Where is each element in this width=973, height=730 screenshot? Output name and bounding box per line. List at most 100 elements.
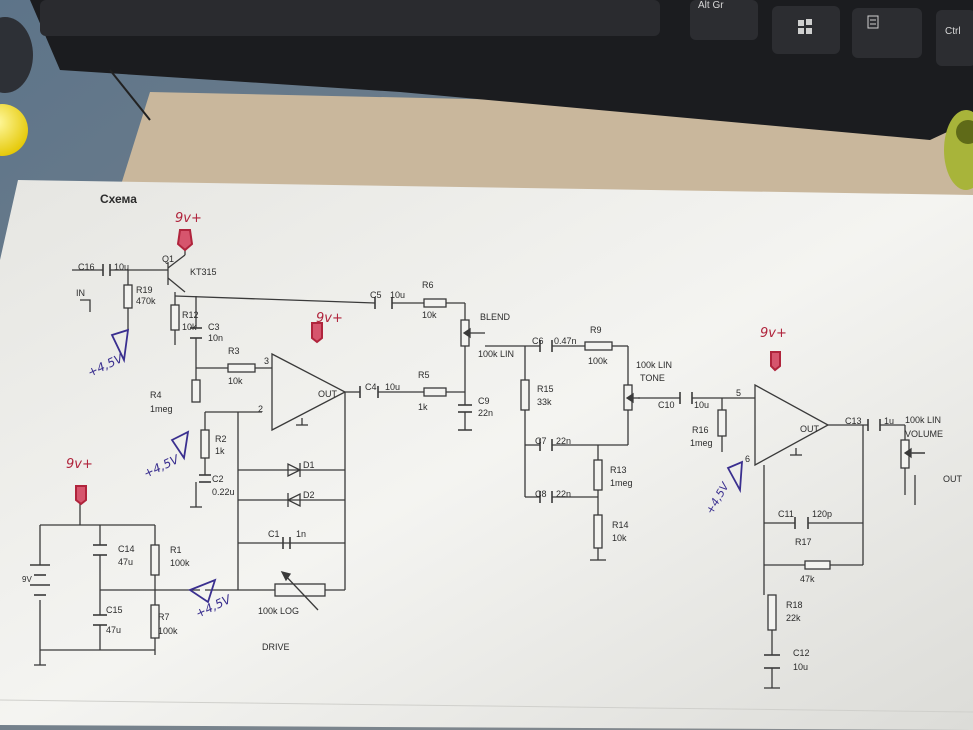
mouse bbox=[0, 17, 33, 93]
svg-text:TONE: TONE bbox=[640, 373, 665, 383]
svg-text:1meg: 1meg bbox=[690, 438, 713, 448]
svg-text:10k: 10k bbox=[422, 310, 437, 320]
blue-marker-connectors bbox=[110, 328, 744, 604]
svg-text:10k: 10k bbox=[612, 533, 627, 543]
r16-resistor bbox=[717, 409, 727, 437]
svg-text:C12: C12 bbox=[793, 648, 810, 658]
svg-text:22n: 22n bbox=[478, 408, 493, 418]
r4-resistor bbox=[191, 379, 201, 403]
svg-text:R12: R12 bbox=[182, 310, 199, 320]
pot-wipers bbox=[280, 327, 925, 611]
svg-text:22k: 22k bbox=[786, 613, 801, 623]
r17-resistor bbox=[804, 560, 831, 570]
svg-text:47k: 47k bbox=[800, 574, 815, 584]
svg-text:R19: R19 bbox=[136, 285, 153, 295]
svg-text:C14: C14 bbox=[118, 544, 135, 554]
key-alt-gr-label: Alt Gr bbox=[698, 0, 724, 11]
svg-text:5: 5 bbox=[736, 388, 741, 398]
svg-text:22n: 22n bbox=[556, 489, 571, 499]
key-ctrl-label: Ctrl bbox=[945, 26, 961, 37]
svg-text:R13: R13 bbox=[610, 465, 627, 475]
r3-resistor bbox=[227, 363, 256, 373]
r1-resistor bbox=[150, 544, 160, 576]
svg-text:OUT: OUT bbox=[318, 389, 338, 399]
diode-symbols bbox=[286, 462, 302, 508]
r15-resistor bbox=[520, 379, 530, 411]
svg-text:2: 2 bbox=[258, 404, 263, 414]
svg-text:D1: D1 bbox=[303, 460, 315, 470]
r14-resistor bbox=[593, 514, 603, 549]
svg-text:9V: 9V bbox=[22, 575, 32, 584]
svg-text:C5: C5 bbox=[370, 290, 382, 300]
keyboard: Alt Gr Ctrl bbox=[30, 0, 973, 140]
svg-text:R17: R17 bbox=[795, 537, 812, 547]
schematic-labels: C16 10u IN Q1 KT315 R19 470k R12 10k C3 … bbox=[22, 254, 963, 672]
svg-text:0.22u: 0.22u bbox=[212, 487, 235, 497]
svg-text:C11: C11 bbox=[778, 509, 794, 519]
green-cup bbox=[944, 110, 973, 190]
note-9v-opamp1: 9v+ bbox=[316, 311, 343, 326]
svg-text:C8: C8 bbox=[535, 489, 547, 499]
key-ctrl[interactable] bbox=[936, 10, 973, 66]
svg-text:R16: R16 bbox=[692, 425, 709, 435]
svg-text:C1: C1 bbox=[268, 529, 280, 539]
drive-pot-body bbox=[274, 583, 326, 597]
svg-text:33k: 33k bbox=[537, 397, 552, 407]
svg-text:R3: R3 bbox=[228, 346, 240, 356]
svg-text:10u: 10u bbox=[114, 262, 129, 272]
svg-text:100k: 100k bbox=[170, 558, 190, 568]
svg-text:100k LIN: 100k LIN bbox=[636, 360, 672, 370]
svg-text:R9: R9 bbox=[590, 325, 602, 335]
svg-text:OUT: OUT bbox=[800, 424, 820, 434]
svg-text:0.47n: 0.47n bbox=[554, 336, 577, 346]
svg-text:R15: R15 bbox=[537, 384, 554, 394]
svg-text:100k LOG: 100k LOG bbox=[258, 606, 299, 616]
svg-text:47u: 47u bbox=[106, 625, 121, 635]
svg-text:10u: 10u bbox=[694, 400, 709, 410]
svg-text:C3: C3 bbox=[208, 322, 220, 332]
svg-text:100k: 100k bbox=[588, 356, 608, 366]
svg-text:R18: R18 bbox=[786, 600, 803, 610]
svg-text:BLEND: BLEND bbox=[480, 312, 511, 322]
d2-diode bbox=[286, 492, 301, 508]
svg-text:470k: 470k bbox=[136, 296, 156, 306]
svg-text:22n: 22n bbox=[556, 436, 571, 446]
windows-logo-icon bbox=[798, 19, 812, 34]
svg-text:1k: 1k bbox=[215, 446, 225, 456]
note-9v-opamp2: 9v+ bbox=[760, 326, 787, 341]
svg-text:C7: C7 bbox=[535, 436, 547, 446]
context-menu-icon bbox=[867, 15, 879, 29]
svg-text:1u: 1u bbox=[884, 416, 894, 426]
svg-text:DRIVE: DRIVE bbox=[262, 642, 290, 652]
svg-text:3: 3 bbox=[264, 356, 269, 366]
svg-text:10u: 10u bbox=[793, 662, 808, 672]
svg-text:10u: 10u bbox=[385, 382, 400, 392]
svg-text:R14: R14 bbox=[612, 520, 629, 530]
component-bodies bbox=[123, 284, 910, 639]
svg-text:C9: C9 bbox=[478, 396, 490, 406]
svg-text:C4: C4 bbox=[365, 382, 377, 392]
svg-text:1meg: 1meg bbox=[150, 404, 173, 414]
note-9v-q1: 9v+ bbox=[175, 211, 202, 226]
svg-text:10k: 10k bbox=[182, 322, 197, 332]
r2-resistor bbox=[200, 429, 210, 459]
r19-resistor bbox=[123, 284, 133, 309]
svg-text:C16: C16 bbox=[78, 262, 95, 272]
svg-text:VOLUME: VOLUME bbox=[905, 429, 943, 439]
svg-text:R7: R7 bbox=[158, 612, 170, 622]
svg-text:R2: R2 bbox=[215, 434, 227, 444]
svg-text:120p: 120p bbox=[812, 509, 832, 519]
svg-text:KT315: KT315 bbox=[190, 267, 217, 277]
svg-text:R5: R5 bbox=[418, 370, 430, 380]
svg-text:100k LIN: 100k LIN bbox=[905, 415, 941, 425]
svg-text:1meg: 1meg bbox=[610, 478, 633, 488]
yellow-ball bbox=[0, 104, 28, 156]
svg-text:R1: R1 bbox=[170, 545, 182, 555]
svg-text:C10: C10 bbox=[658, 400, 675, 410]
svg-text:C2: C2 bbox=[212, 474, 224, 484]
svg-text:C15: C15 bbox=[106, 605, 123, 615]
key-menu[interactable] bbox=[852, 8, 922, 58]
schematic-wires bbox=[34, 232, 925, 689]
svg-text:C6: C6 bbox=[532, 336, 544, 346]
key-alt-gr[interactable] bbox=[690, 0, 758, 40]
